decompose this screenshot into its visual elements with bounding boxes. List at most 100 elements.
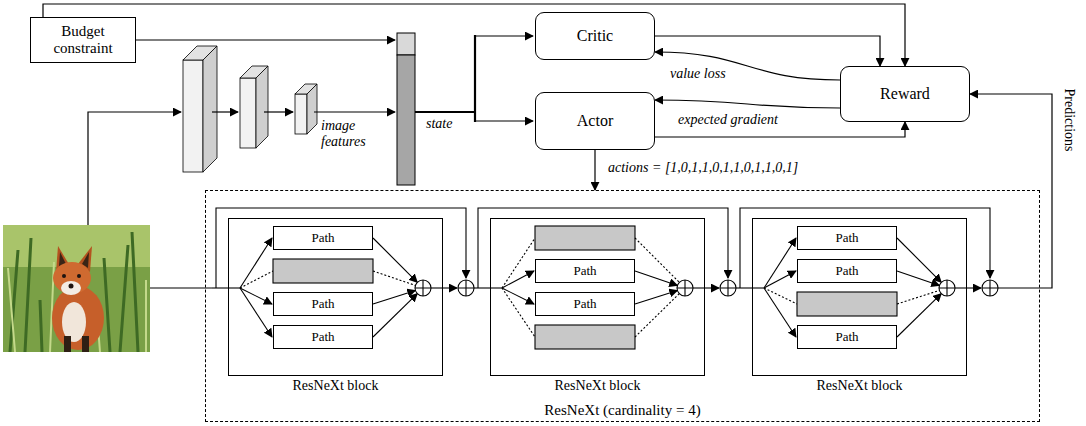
resnext-wiring	[373, 294, 417, 337]
network-region: ResNeXt (cardinality = 4) ResNeXt block Pa…	[205, 190, 1040, 422]
path-box: Path	[273, 226, 373, 250]
resnext-wiring	[677, 280, 693, 296]
edge-label: value loss	[668, 66, 728, 82]
resnext-wiring	[955, 287, 981, 288]
input-photo	[8, 262, 146, 352]
wire	[136, 39, 395, 40]
input-photo	[52, 286, 104, 350]
cnn-layer	[203, 46, 217, 172]
feature-label: image features	[319, 118, 387, 150]
resnext-wiring	[635, 271, 677, 285]
input-photo	[64, 336, 71, 352]
resnext-wiring	[240, 238, 272, 288]
path-box: Path	[273, 325, 373, 349]
node-label: Actor	[577, 112, 613, 130]
resnext-wiring	[458, 280, 474, 296]
input-photo	[3, 225, 150, 352]
node-label: Budget constraint	[37, 23, 129, 58]
resnext-wiring	[431, 287, 457, 288]
resnext-wiring	[897, 294, 941, 337]
resnext-wiring	[373, 271, 415, 285]
state-wire	[474, 35, 476, 122]
connector	[655, 36, 880, 66]
group-caption: ResNeXt block	[733, 378, 986, 394]
cnn-layer	[307, 84, 317, 134]
resnext-wiring	[677, 280, 693, 296]
cnn-layer	[183, 60, 203, 172]
wire	[314, 111, 395, 112]
resnext-wiring	[273, 259, 373, 283]
path-box: Path	[535, 259, 635, 283]
resnext-block: ResNeXt blockPathPath	[490, 218, 705, 376]
resnext-wiring	[635, 290, 677, 304]
state-vector	[397, 33, 415, 185]
group-caption: ResNeXt block	[209, 378, 462, 394]
node-label: Path	[573, 296, 596, 312]
resnext-wiring	[502, 238, 535, 288]
edge-label: Predictions	[1061, 87, 1077, 154]
edge-label: expected gradient	[676, 112, 780, 128]
node-label: Path	[573, 263, 596, 279]
resnext-wiring	[458, 280, 474, 296]
resnext-wiring	[797, 292, 897, 316]
node-label: Path	[311, 329, 334, 345]
group-caption: ResNeXt (cardinality = 4)	[206, 402, 1039, 419]
resnext-wiring	[478, 208, 728, 288]
node-label: Path	[311, 296, 334, 312]
node-label: Path	[835, 263, 858, 279]
resnext-wiring	[736, 208, 998, 337]
path-box: Path	[797, 259, 897, 283]
path-box: Path	[797, 226, 897, 250]
resnext-wiring	[635, 238, 679, 282]
cnn-layer	[256, 66, 268, 148]
resnext-wiring	[212, 208, 474, 337]
connector	[655, 100, 840, 108]
input-photo	[3, 225, 150, 352]
wire	[998, 287, 1040, 288]
connector	[43, 4, 905, 66]
wire	[88, 112, 181, 225]
state-wire	[415, 35, 533, 122]
resnext-wiring	[693, 287, 719, 288]
state-vector	[397, 33, 415, 55]
resnext-wiring	[415, 280, 431, 296]
resnext-wiring	[764, 271, 796, 288]
resnext-wiring	[240, 288, 272, 337]
cnn-layer	[240, 78, 256, 148]
input-box: Budget constraint	[30, 17, 136, 63]
critic-box: Critic	[535, 12, 655, 60]
wire	[150, 287, 212, 288]
input-photo	[62, 274, 66, 278]
state-wire	[475, 120, 533, 121]
reward-box: Reward	[840, 66, 970, 122]
state-wire	[415, 111, 475, 113]
path-box: Path	[797, 325, 897, 349]
input-photo	[61, 281, 81, 295]
edge-label: actions = [1,0,1,1,0,1,1,0,1,1,0,1]	[606, 160, 800, 176]
resnext-wiring	[982, 280, 998, 296]
wire	[212, 111, 238, 112]
resnext-wiring	[764, 238, 796, 288]
path-box: Path	[535, 292, 635, 316]
resnext-wiring	[216, 208, 466, 288]
resnext-wiring	[720, 280, 736, 296]
resnext-wiring	[982, 280, 998, 296]
state-label: state	[424, 116, 454, 132]
resnext-wiring	[474, 208, 736, 349]
input-photo	[82, 336, 89, 352]
wire	[150, 287, 1040, 288]
resnext-wiring	[502, 271, 534, 288]
wire	[88, 40, 395, 225]
node-label: Reward	[880, 85, 930, 103]
resnext-wiring	[740, 208, 990, 288]
resnext-wiring	[373, 238, 417, 282]
wire	[264, 111, 293, 112]
resnext-block: ResNeXt blockPathPathPath	[752, 218, 967, 376]
input-photo	[77, 274, 81, 278]
resnext-wiring	[415, 280, 431, 296]
cnn-layer	[183, 46, 317, 172]
resnext-wiring	[535, 325, 635, 349]
state-vector	[397, 55, 415, 185]
resnext-wiring	[939, 280, 955, 296]
